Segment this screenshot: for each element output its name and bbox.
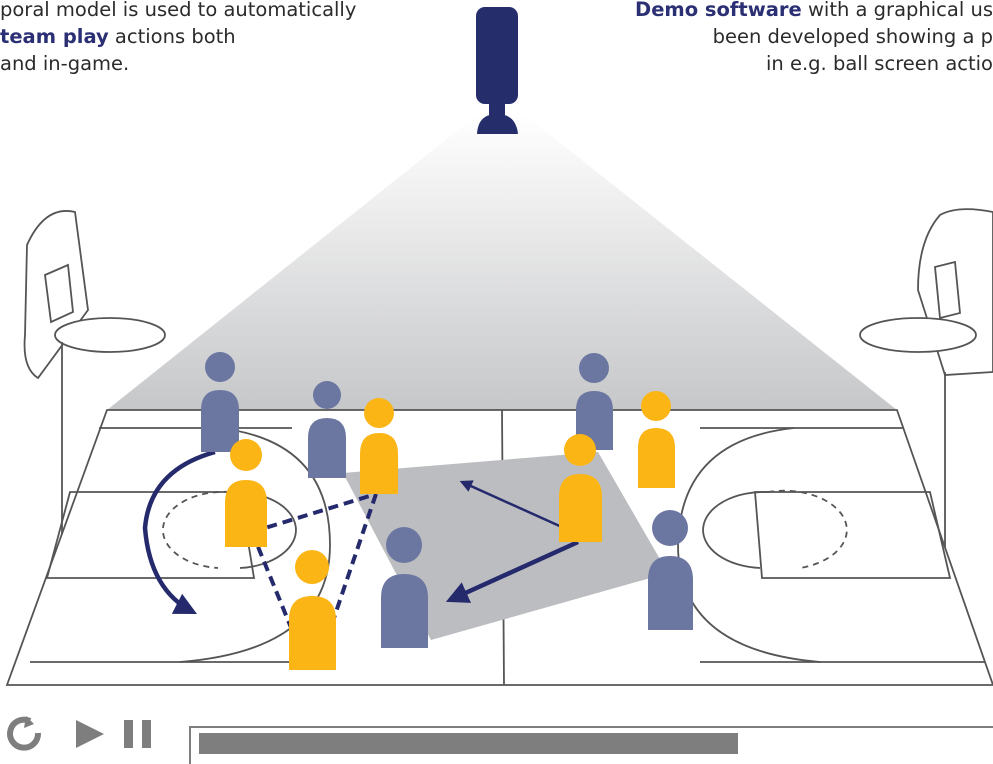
caption-right: Demo software with a graphical us been d…: [635, 0, 993, 77]
pause-icon[interactable]: [124, 720, 151, 748]
play-icon[interactable]: [76, 720, 104, 748]
camera-view-cone: [107, 115, 897, 410]
player-yellow-2: [225, 439, 267, 547]
player-yellow-4: [638, 391, 675, 488]
progress-track[interactable]: [189, 726, 993, 764]
caption-right-bold: Demo software: [635, 0, 802, 21]
movement-arrow-curved: [142, 449, 216, 615]
basketball-court-diagram: [5, 7, 993, 686]
playback-controls: [7, 716, 993, 764]
right-hoop: [859, 208, 993, 680]
caption-left-line3: and in-game.: [0, 52, 130, 75]
player-yellow-1: [360, 398, 398, 494]
pass-arrow-thin: [459, 480, 565, 530]
progress-fill: [199, 733, 738, 754]
player-blue-1: [201, 352, 239, 452]
overhead-camera-icon: [476, 7, 518, 134]
player-yellow-5: [559, 434, 602, 542]
caption-right-line2: been developed showing a p: [712, 25, 993, 48]
player-blue-3: [381, 527, 428, 648]
player-blue-5: [648, 510, 693, 630]
caption-left: poral model is used to automatically tea…: [0, 0, 356, 77]
player-blue-2: [308, 381, 346, 478]
player-yellow-3: [289, 550, 336, 670]
caption-right-line3: in e.g. ball screen actio: [766, 52, 993, 75]
pass-arrow-thick: [445, 539, 579, 603]
caption-left-bold: team play: [0, 25, 109, 48]
caption-left-line1: poral model is used to automatically: [0, 0, 357, 21]
caption-left-line2: actions both: [108, 25, 236, 48]
caption-right-line1: with a graphical us: [801, 0, 993, 21]
replay-icon[interactable]: [7, 716, 42, 751]
